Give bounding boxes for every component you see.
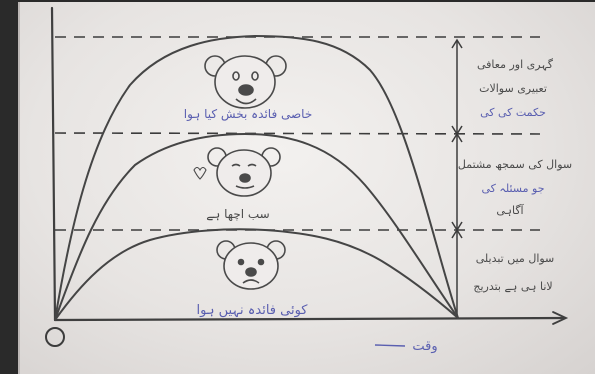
middle-curve-caption: سب اچھا ہے [206, 207, 269, 221]
bottom-note-line-2: لانا ہی ہے بتدریج [473, 280, 552, 293]
bottom-note-line-1: سوال میں تبدیلی [476, 252, 555, 265]
neutral-bear-face-icon [193, 147, 281, 197]
middle-note-line-2: جو مسئلہ کی [482, 182, 545, 195]
y-axis [50, 6, 57, 322]
origin-circle [45, 327, 65, 347]
middle-side-note: سوال کی سمجھ مشتمل جو مسئلہ کی آگاہی [458, 158, 572, 217]
x-axis-arrow [552, 311, 569, 325]
top-note-line-2: تعبیری سوالات [479, 82, 547, 95]
middle-note-line-1: سوال کی سمجھ مشتمل [458, 158, 572, 171]
middle-level-dashes [54, 132, 541, 135]
middle-curve [54, 132, 459, 321]
paper-photo [18, 2, 595, 374]
bracket-arrow-top [451, 38, 463, 49]
bracket-arrow-mid2 [451, 221, 463, 239]
x-label-underline [374, 344, 406, 347]
bracket-arrow-mid1 [451, 125, 463, 143]
sad-bear-face-icon [216, 240, 286, 290]
middle-note-line-3: آگاہی [496, 203, 524, 217]
top-side-note: گہری اور معافی تعبیری سوالات حکمت کی کی [477, 58, 554, 119]
bottom-curve [54, 228, 459, 321]
x-axis [53, 316, 567, 322]
happy-bear-face-icon [204, 55, 287, 109]
top-note-line-1: گہری اور معافی [477, 58, 554, 71]
bottom-side-note: سوال میں تبدیلی لانا ہی ہے بتدریج [473, 252, 554, 293]
top-curve-caption: خاصی فائدہ بخش کیا ہوا [184, 107, 313, 122]
top-note-line-3: حکمت کی کی [480, 106, 546, 119]
top-curve [54, 34, 459, 321]
x-axis-label: وقت [412, 339, 437, 354]
bottom-curve-caption: کوئی فائدہ نہیں ہوا [197, 303, 309, 318]
